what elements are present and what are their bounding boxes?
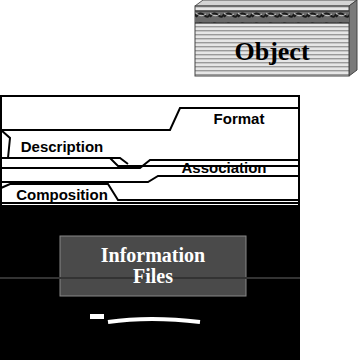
- node-text: Object: [234, 38, 309, 65]
- node-text: Format: [214, 111, 265, 127]
- folder-tabs: [1, 96, 299, 206]
- node-text: Information Files: [88, 245, 218, 287]
- cabinet-label-panel: Information Files: [62, 238, 244, 294]
- object-box-label: Object: [197, 30, 347, 74]
- folder-tab: Composition: [4, 185, 120, 204]
- folder-tab: Association: [150, 159, 298, 177]
- node-text: Composition: [16, 187, 108, 203]
- node-text: Association: [181, 160, 266, 176]
- node-text: Description: [21, 139, 104, 155]
- folder-tab: Format: [180, 108, 298, 130]
- folder-tab: Description: [4, 137, 120, 157]
- cabinet-body: [0, 206, 300, 360]
- object-box: [195, 0, 357, 76]
